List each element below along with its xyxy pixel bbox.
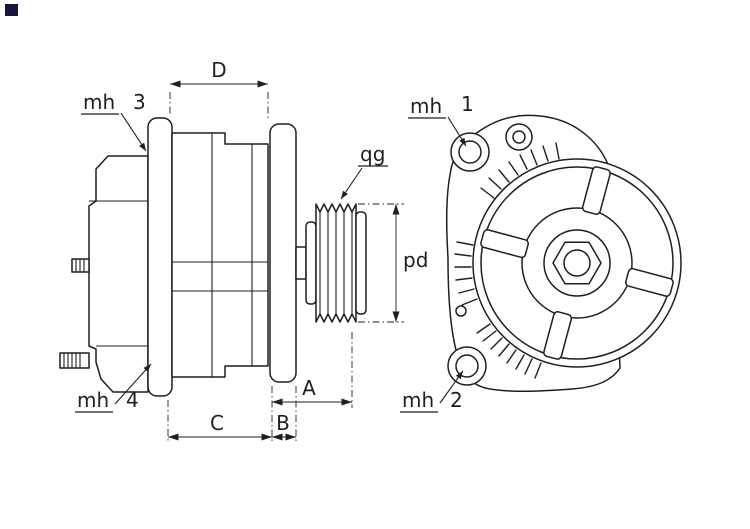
- dimension-label-a: A: [302, 376, 316, 400]
- rear-housing: [88, 155, 149, 393]
- dimension-c: C: [167, 400, 272, 443]
- leader-line: [447, 116, 467, 147]
- corner-mark: [5, 4, 18, 16]
- shaft-center: [563, 249, 591, 277]
- dimension-label-pd: pd: [403, 248, 428, 272]
- callout-mh2-number: 2: [450, 388, 463, 412]
- shaft-nut: [552, 241, 602, 285]
- terminal-stud-top: [71, 258, 90, 273]
- front-view: mh 1 mh 2: [400, 92, 682, 413]
- callout-mh4-label[interactable]: mh: [77, 388, 109, 412]
- callout-mh4-number: 4: [126, 388, 139, 412]
- leader-line: [114, 363, 152, 405]
- callout-mh2[interactable]: mh 2: [400, 370, 464, 413]
- pulley-front: [472, 158, 682, 368]
- pulley-spokes: [480, 166, 674, 360]
- leader-line: [120, 112, 147, 152]
- pulley-nose-cap: [355, 211, 367, 315]
- callout-mh3-label[interactable]: mh: [83, 90, 115, 114]
- dimension-label-b: B: [276, 411, 290, 435]
- cooling-fins-bottom: [476, 323, 542, 379]
- mounting-hole-top-center: [505, 123, 533, 151]
- pulley-spoke: [581, 166, 611, 215]
- callout-mh1-label[interactable]: mh: [410, 94, 442, 118]
- callout-mh1-number: 1: [461, 92, 474, 116]
- cooling-fins-left: [454, 241, 478, 306]
- alternator-body: [171, 132, 269, 378]
- pulley-side: [315, 203, 367, 323]
- dimension-label-c: C: [210, 411, 224, 435]
- callout-mh1[interactable]: mh 1: [408, 92, 474, 147]
- mounting-flange-rear: [147, 117, 173, 397]
- leader-line: [340, 167, 363, 200]
- side-view: D A B C pd qg: [59, 58, 428, 443]
- dimension-b: B: [272, 386, 297, 443]
- callout-mh2-label[interactable]: mh: [402, 388, 434, 412]
- shaft-spacer: [295, 221, 317, 305]
- mounting-flange-front: [269, 123, 297, 383]
- small-hole: [455, 305, 467, 317]
- callout-mh3-number: 3: [133, 90, 146, 114]
- callout-mh3[interactable]: mh 3: [81, 90, 147, 152]
- dimension-label-d: D: [211, 58, 226, 82]
- callout-mh4[interactable]: mh 4: [75, 363, 152, 413]
- dimension-d: D: [169, 58, 269, 120]
- pulley-ribs: [319, 212, 353, 314]
- pulley-spoke: [543, 311, 573, 360]
- callout-qg-label[interactable]: qg: [360, 142, 385, 166]
- terminal-stud-bottom: [59, 352, 90, 369]
- mounting-hole-top-left: [450, 132, 490, 172]
- leader-line: [439, 370, 464, 404]
- pulley-spoke: [625, 267, 674, 297]
- pulley-spoke: [480, 229, 529, 259]
- callout-qg[interactable]: qg: [340, 142, 388, 200]
- dimension-pd: pd: [358, 203, 428, 323]
- mounting-hole-bottom-left: [447, 346, 487, 386]
- cooling-fins-top: [480, 142, 560, 199]
